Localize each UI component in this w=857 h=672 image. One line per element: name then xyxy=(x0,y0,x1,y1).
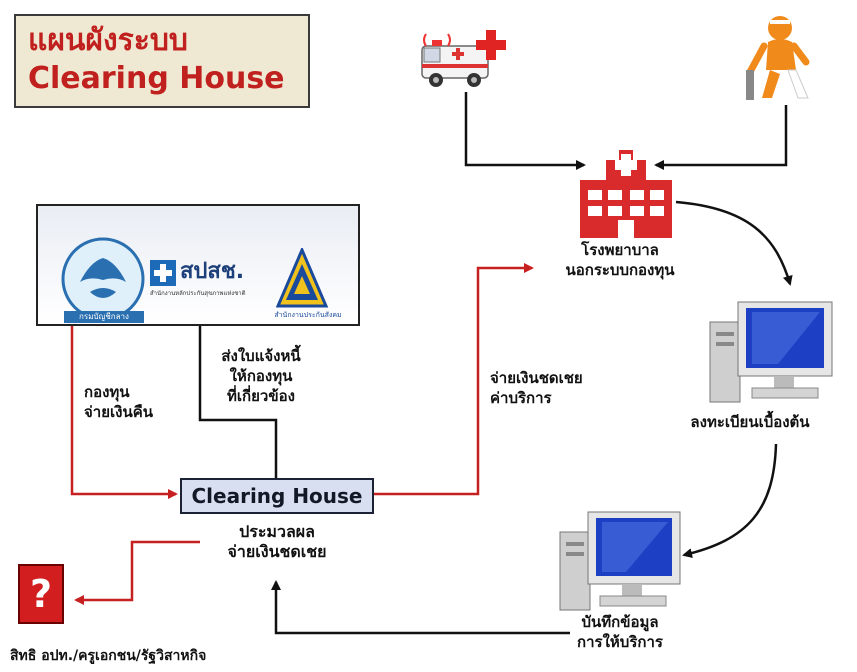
hospital-label-line1: โรงพยาบาล xyxy=(581,241,659,259)
edge-label-pay-service-line2: ค่าบริการ xyxy=(490,389,552,407)
unknown-rights-box: ? xyxy=(18,564,64,624)
rights-label: สิทธิ อปท./ครูเอกชน/รัฐวิสาหกิจ xyxy=(10,648,207,664)
ambulance-icon xyxy=(421,30,506,87)
arrow-invoice-to-funds xyxy=(195,310,278,478)
sso-subtitle: สำนักงานหลักประกันสุขภาพแห่งชาติ xyxy=(150,290,246,297)
computer-record-icon xyxy=(559,511,681,611)
injured-patient-icon xyxy=(746,16,810,100)
sso-name: สปสช. xyxy=(180,259,245,284)
edge-label-pay-service: จ่ายเงินชดเชย ค่าบริการ xyxy=(490,368,630,408)
record-label: บันทึกข้อมูล การให้บริการ xyxy=(520,612,720,652)
edge-label-pay-service-line1: จ่ายเงินชดเชย xyxy=(490,369,583,387)
arrow-hospital-to-register xyxy=(675,200,793,286)
record-label-line2: การให้บริการ xyxy=(577,633,663,651)
edge-label-fund-pays-line1: กองทุน xyxy=(84,383,130,401)
sso-cross-icon xyxy=(150,260,176,286)
comptroller-label: กรมบัญชีกลาง xyxy=(64,311,144,323)
arrow-clearinghouse-to-hospital xyxy=(374,263,534,496)
edge-label-send-invoice: ส่งใบแจ้งหนี้ ให้กองทุน ที่เกี่ยวข้อง xyxy=(196,346,326,406)
arrow-ambulance-to-hospital xyxy=(464,92,586,170)
register-label: ลงทะเบียนเบื้องต้น xyxy=(690,413,810,431)
edge-label-fund-pays-line2: จ่ายเงินคืน xyxy=(84,403,153,421)
process-label: ประมวลผล จ่ายเงินชดเชย xyxy=(180,522,374,562)
arrow-record-to-process xyxy=(271,580,570,635)
arrow-register-to-record xyxy=(682,443,778,559)
process-label-line2: จ่ายเงินชดเชย xyxy=(227,542,327,561)
process-label-line1: ประมวลผล xyxy=(239,522,315,541)
fund-logos-panel: กรมบัญชีกลาง สปสช. สำนักงานหลักประกันสุข… xyxy=(36,204,360,326)
social-security-logo-icon xyxy=(276,248,328,308)
social-security-label: สำนักงานประกันสังคม xyxy=(274,311,342,319)
edge-label-fund-pays: กองทุน จ่ายเงินคืน xyxy=(84,382,194,422)
edge-label-send-invoice-line1: ส่งใบแจ้งหนี้ xyxy=(221,347,301,365)
arrow-process-to-rights xyxy=(74,540,200,605)
arrow-patient-to-hospital xyxy=(654,105,788,170)
clearing-house-box: Clearing House xyxy=(180,478,374,514)
diagram-title-box: แผนผังระบบ Clearing House xyxy=(14,14,310,108)
title-english: Clearing House xyxy=(28,61,285,96)
sso-logo: สปสช. สำนักงานหลักประกันสุขภาพแห่งชาติ xyxy=(146,256,286,297)
edge-label-send-invoice-line3: ที่เกี่ยวข้อง xyxy=(227,387,295,405)
hospital-icon xyxy=(580,150,672,238)
edge-label-send-invoice-line2: ให้กองทุน xyxy=(229,367,293,385)
computer-register-icon xyxy=(709,301,833,403)
record-label-line1: บันทึกข้อมูล xyxy=(581,613,659,631)
hospital-label-line2: นอกระบบกองทุน xyxy=(565,261,675,279)
title-thai: แผนผังระบบ xyxy=(28,23,188,58)
arrow-funds-to-clearinghouse xyxy=(70,314,178,499)
comptroller-logo-icon xyxy=(61,237,145,321)
hospital-label: โรงพยาบาล นอกระบบกองทุน xyxy=(520,240,720,280)
